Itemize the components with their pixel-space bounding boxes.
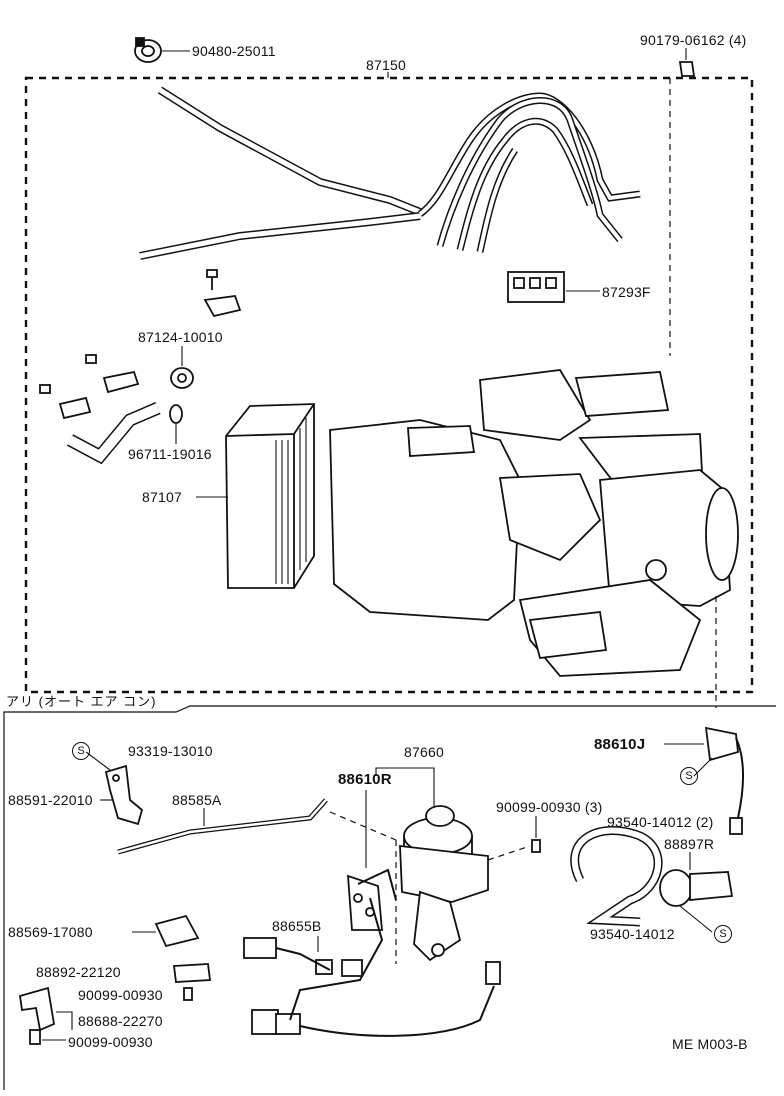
label-88610j: 88610J [594, 736, 646, 753]
label-88610r: 88610R [338, 771, 392, 788]
label-88897r: 88897R [664, 836, 715, 852]
bracket-88892 [172, 963, 212, 983]
o-ring-96711 [169, 404, 183, 424]
grommet-90480 [134, 37, 162, 63]
heater-tubes [139, 86, 641, 260]
label-88655b: 88655B [272, 918, 322, 934]
label-87124-10010: 87124-10010 [138, 329, 223, 345]
control-rod-88585a [117, 798, 328, 855]
s-mark-icon-93540: S [714, 925, 732, 943]
label-87150: 87150 [366, 57, 406, 73]
heater-core-87107 [225, 403, 315, 589]
label-90099-00930-a: 90099-00930 [78, 987, 163, 1003]
harness-wires [275, 868, 495, 1037]
label-93319-13010: 93319-13010 [128, 743, 213, 759]
label-87660: 87660 [404, 744, 444, 760]
connector-87293f [507, 271, 565, 303]
heater-assembly-dashed-box [24, 76, 754, 694]
clip-90179 [678, 61, 696, 77]
heater-core-fins [275, 418, 307, 584]
wire-harness-88655b [243, 937, 501, 1035]
label-88688-22270: 88688-22270 [78, 1013, 163, 1029]
label-87293f: 87293F [602, 284, 651, 300]
heater-pipe [66, 402, 161, 465]
clip-88569 [154, 914, 200, 948]
label-93540-14012: 93540-14012 [590, 926, 675, 942]
s-mark-icon-93540-2: S [680, 767, 698, 785]
auto-aircon-section-frame [3, 705, 776, 1090]
label-88569-17080: 88569-17080 [8, 924, 93, 940]
bracket-88591 [104, 764, 144, 826]
section-label-auto-aircon: アリ (オート エア コン) [6, 694, 157, 709]
label-90480-25011: 90480-25011 [192, 43, 276, 59]
label-88892-22120: 88892-22120 [36, 964, 121, 980]
heater-unit-housing [329, 369, 739, 677]
vacuum-hose-loop [570, 826, 663, 927]
label-96711-19016: 96711-19016 [128, 446, 212, 462]
sensor-88610j [704, 726, 743, 835]
s-mark-icon-93319: S [72, 742, 90, 760]
label-90099-00930-b: 90099-00930 [68, 1034, 153, 1050]
aspirator-88897r [659, 869, 734, 907]
label-90099-00930-3: 90099-00930 (3) [496, 799, 603, 815]
vacuum-actuator-87660 [399, 805, 489, 962]
screw-90099-00930-b [29, 1029, 41, 1045]
switch-88610r [347, 874, 383, 931]
label-88591-22010: 88591-22010 [8, 792, 93, 808]
label-87107: 87107 [142, 489, 182, 505]
label-88585a: 88585A [172, 792, 222, 808]
bracket-88688 [18, 986, 56, 1032]
diagram-code: ME M003-B [672, 1036, 748, 1052]
label-93540-14012-2: 93540-14012 (2) [607, 814, 714, 830]
clamp-87124 [170, 367, 194, 389]
screw-90099-00930-a [183, 987, 193, 1001]
small-screws-left [39, 354, 140, 420]
screw-90099-00930-3 [531, 839, 541, 853]
label-90179-06162: 90179-06162 (4) [640, 32, 747, 48]
screw-and-clamp [203, 269, 242, 318]
